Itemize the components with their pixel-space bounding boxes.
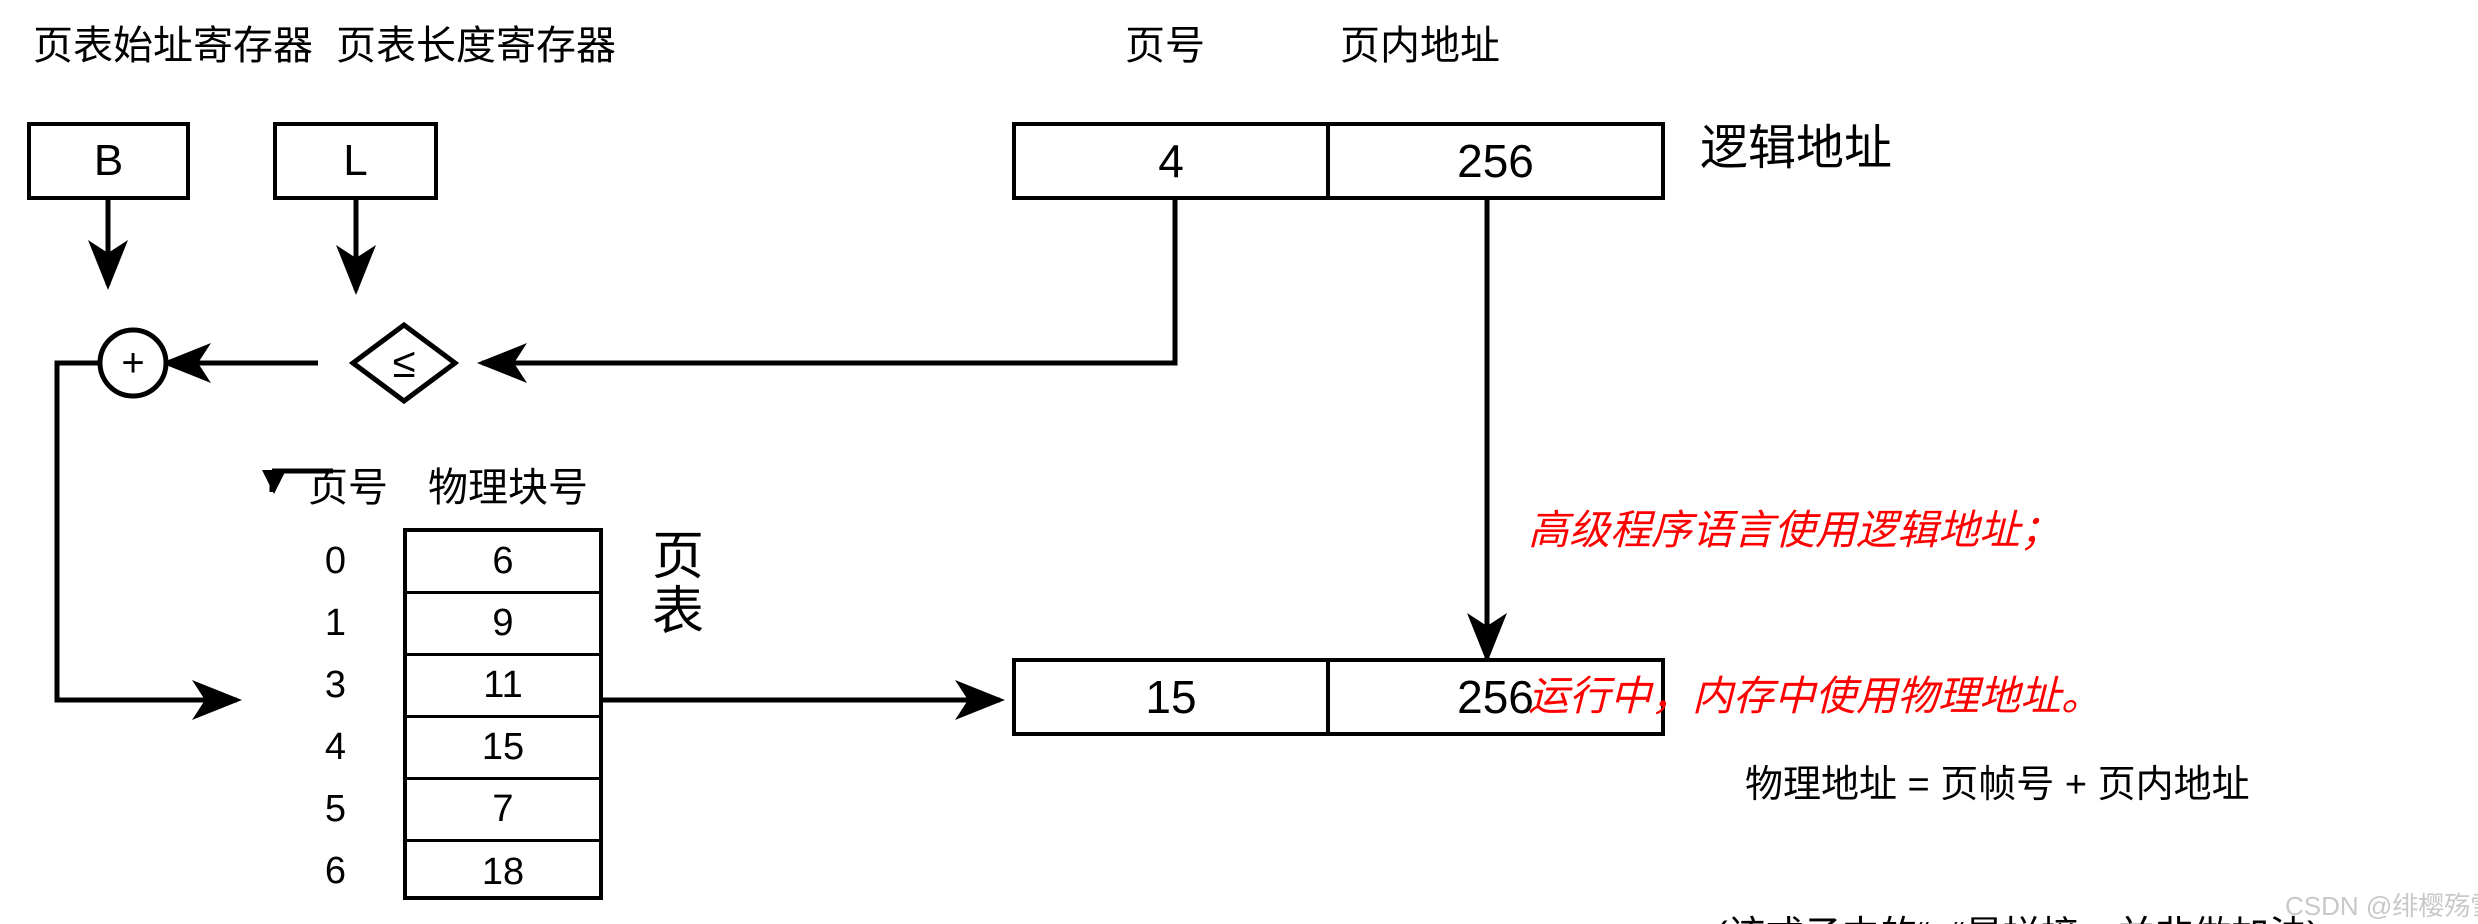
physical-address-offset-cell[interactable]: 256 [1326,662,1661,732]
wire-page-number-to-comparator [477,200,1178,383]
physical-address-frame-cell[interactable]: 15 [1016,662,1326,732]
page-table-length-register-value: L [343,136,368,185]
page-table-base-register-caption: 页表始址寄存器 [33,24,313,68]
physical-address-formula-note: 物理地址 = 页帧号 + 页内地址 (该式子中的“+“是拼接，并非做加法) [1715,660,2320,924]
logical-address-offset-caption: 页内地址 [1340,24,1500,68]
logical-address-offset-value: 256 [1457,135,1534,187]
table-row[interactable]: 15 [407,718,599,780]
comparator-lte-icon: ≤ [371,332,437,394]
physical-address-frame-value: 15 [1145,671,1197,723]
table-row[interactable]: 9 [407,594,599,656]
page-table-label-char-2: 表 [651,582,704,641]
page-table-row-index-5: 6 [324,850,346,892]
adder-plus-icon: + [100,330,166,396]
wire-adder-to-page-table [54,360,242,720]
formula-line-1: 物理地址 = 页帧号 + 页内地址 [1745,764,2250,807]
comparator-symbol: ≤ [392,339,416,386]
page-table-base-register-value: B [93,136,124,185]
page-table-length-register-box[interactable]: L [273,122,438,200]
red-annotation-line-2: 运行中，内存中使用物理地址。 [1528,672,2102,719]
physical-address-offset-value: 256 [1457,671,1534,723]
adder-symbol: + [121,340,145,385]
page-table-row-index-2: 3 [324,664,346,706]
page-table-base-register-box[interactable]: B [27,122,190,200]
page-table-row-index-0: 0 [324,540,346,582]
page-table-frame-0: 6 [492,540,514,582]
page-table-frame-5: 18 [481,850,525,893]
formula-line-2: (该式子中的“+“是拼接，并非做加法) [1715,911,2320,924]
table-row[interactable]: 18 [407,842,599,902]
red-annotation: 高级程序语言使用逻辑地址； 运行中，内存中使用物理地址。 [1528,392,2102,835]
table-row[interactable]: 6 [407,532,599,594]
red-annotation-line-1: 高级程序语言使用逻辑地址； [1528,506,2061,553]
logical-address-page-number-caption: 页号 [1125,24,1205,68]
table-row[interactable]: 11 [407,656,599,718]
table-row[interactable]: 7 [407,780,599,842]
logical-address-page-number-value: 4 [1158,135,1184,187]
logical-address-box[interactable]: 4 256 [1012,122,1665,200]
logical-address-label: 逻辑地址 [1700,122,1893,175]
page-table-frame-3: 15 [481,726,525,768]
page-table-row-index-1: 1 [324,602,346,644]
page-table-length-register-caption: 页表长度寄存器 [336,24,616,68]
page-table-frame-2: 11 [483,664,523,706]
page-table-label: 页 表 [648,530,708,639]
logical-address-offset-cell[interactable]: 256 [1326,126,1661,196]
page-table-label-char-1: 页 [651,528,704,586]
page-table[interactable]: 6 9 11 15 7 18 [403,528,603,900]
page-table-row-index-3: 4 [324,726,346,768]
page-table-row-index-4: 5 [324,788,346,830]
page-table-header-frame-number: 物理块号 [428,466,588,510]
logical-address-page-number-cell[interactable]: 4 [1016,126,1326,196]
page-table-frame-4: 7 [492,788,514,830]
watermark: CSDN @绯樱殇雪 [2285,891,2478,921]
page-table-header-page-number: 页号 [308,466,388,510]
page-table-frame-1: 9 [492,602,514,644]
physical-address-box[interactable]: 15 256 [1012,658,1665,736]
